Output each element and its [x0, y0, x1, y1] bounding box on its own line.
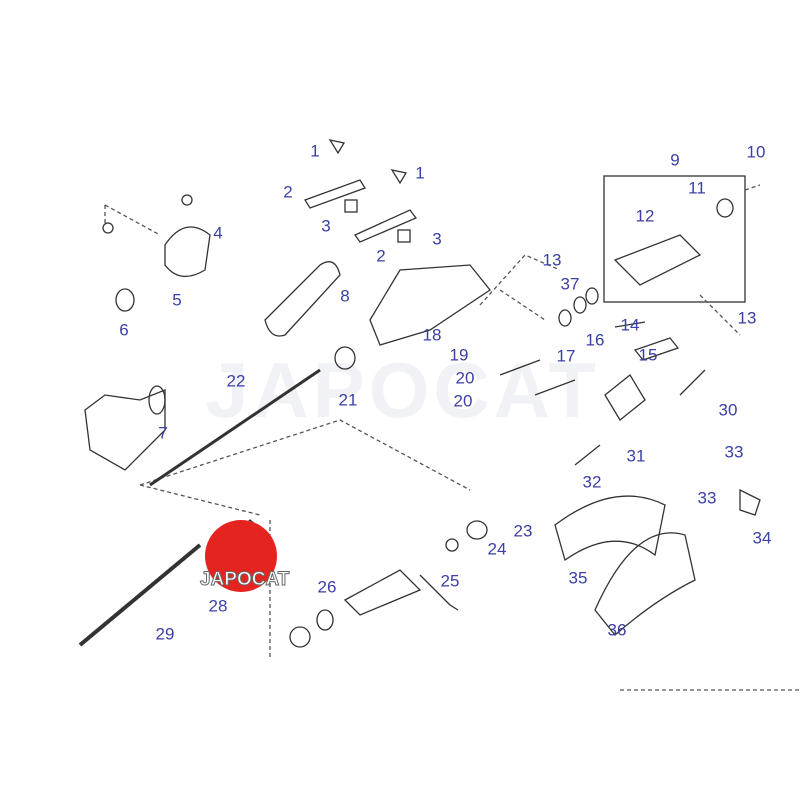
part-label: 16 — [585, 330, 605, 350]
part-label: 28 — [208, 596, 228, 616]
part-label: 3 — [432, 229, 442, 249]
part-label: 1 — [310, 141, 320, 161]
part-label: 15 — [638, 345, 658, 365]
part-label: 5 — [172, 290, 182, 310]
japocat-logo — [205, 520, 277, 592]
part-label: 11 — [688, 178, 706, 198]
part-label: 26 — [317, 577, 337, 597]
part-label: 31 — [626, 446, 646, 466]
part-label: 17 — [556, 346, 576, 366]
part-label: 20 — [453, 391, 473, 411]
part-label: 10 — [746, 142, 766, 162]
part-label: 9 — [670, 150, 680, 170]
part-label: 22 — [226, 371, 246, 391]
part-label: 4 — [213, 223, 223, 243]
part-label: 32 — [582, 472, 602, 492]
part-label: 37 — [560, 274, 580, 294]
part-label: 2 — [283, 182, 293, 202]
part-label: 34 — [752, 528, 772, 548]
part-label: 2 — [376, 246, 386, 266]
part-label: 25 — [440, 571, 460, 591]
part-label: 13 — [542, 250, 562, 270]
part-label: 24 — [487, 539, 507, 559]
part-label: 30 — [718, 400, 738, 420]
assembly-box-9 — [603, 175, 746, 303]
part-label: 7 — [158, 423, 168, 443]
part-label: 14 — [620, 315, 640, 335]
watermark: JAPOCAT — [205, 346, 600, 434]
part-label: 8 — [340, 286, 350, 306]
part-label: 33 — [724, 442, 744, 462]
logo-text: JAPOCAT — [199, 569, 290, 590]
part-label: 36 — [607, 620, 627, 640]
part-label: 3 — [321, 216, 331, 236]
part-label: 23 — [513, 521, 533, 541]
part-label: 1 — [415, 163, 425, 183]
part-label: 33 — [697, 488, 717, 508]
part-label: 18 — [422, 325, 442, 345]
part-label: 29 — [155, 624, 175, 644]
part-label: 12 — [635, 206, 655, 226]
part-label: 20 — [455, 368, 475, 388]
part-label: 6 — [119, 320, 129, 340]
part-label: 21 — [338, 390, 358, 410]
part-label: 13 — [737, 308, 757, 328]
part-label: 19 — [449, 345, 469, 365]
part-label: 35 — [568, 568, 588, 588]
part-shapes — [78, 139, 761, 648]
